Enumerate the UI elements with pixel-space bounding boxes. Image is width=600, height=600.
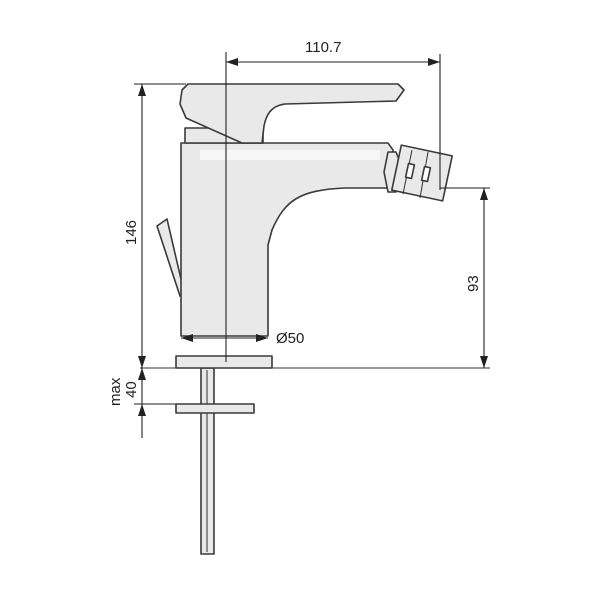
spout-height-label: 93 [465,275,482,292]
max-thickness-value: 40 [123,381,140,398]
faucet-body [180,142,394,337]
lever-handle [179,83,405,144]
dimension-spout-height: 93 [440,187,490,368]
total-height-label: 146 [123,220,140,245]
mounting-plate [175,403,255,414]
aerator-slot-1 [404,162,416,180]
dimension-max-thickness: max 40 [107,368,176,438]
dimension-total-height: 146 [123,83,186,368]
base-flange [175,355,273,369]
body-highlight [200,150,380,160]
popup-lever [156,218,185,297]
width-label: 110.7 [305,39,341,56]
dimension-base-diameter: Ø50 [181,330,304,347]
aerator-slot-2 [420,165,432,183]
dimension-width: 110.7 [226,39,441,190]
aerator-nozzle [383,144,454,202]
max-thickness-label: max [107,377,124,406]
base-diameter-label: Ø50 [276,330,304,347]
